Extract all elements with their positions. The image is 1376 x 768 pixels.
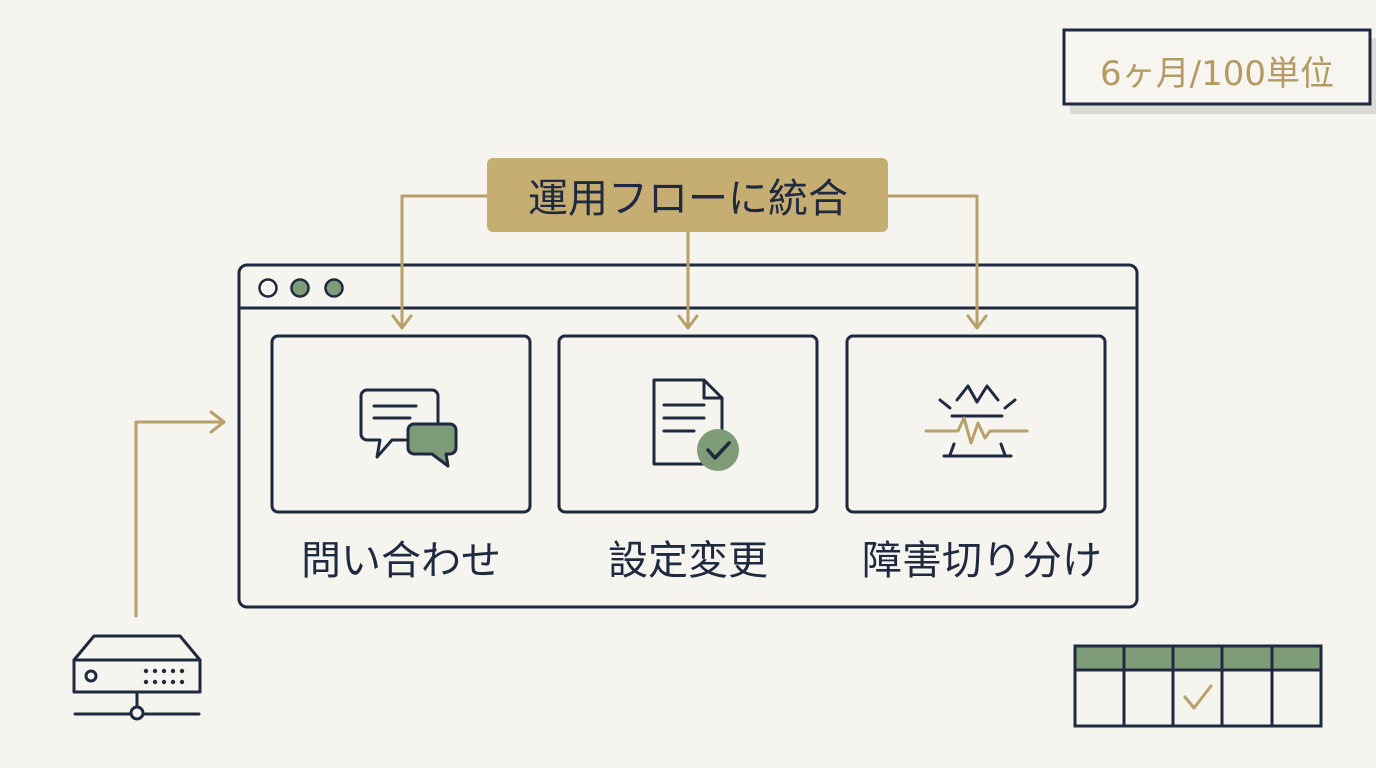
- calendar-grid-icon: [1073, 644, 1323, 728]
- window-dot-1: [258, 278, 278, 298]
- panel-inquiry-label: 問い合わせ: [301, 538, 501, 584]
- window-dot-2: [290, 278, 310, 298]
- panel-troubleshoot: 障害切り分け: [845, 334, 1107, 584]
- duration-badge: 6ヶ月/100単位: [1062, 28, 1376, 114]
- panel-config-change: 設定変更: [557, 334, 819, 584]
- window-dot-3: [324, 278, 344, 298]
- integration-banner-text: 運用フローに統合: [528, 176, 848, 222]
- integration-banner: 運用フローに統合: [487, 158, 888, 232]
- duration-badge-text: 6ヶ月/100単位: [1100, 54, 1334, 94]
- panel-config-change-label: 設定変更: [608, 538, 768, 584]
- flow-connectors: [391, 194, 988, 330]
- chat-bubbles-icon: [359, 388, 458, 468]
- panel-inquiry: 問い合わせ: [270, 334, 532, 584]
- device-connector: [134, 410, 226, 618]
- incident-spike-icon: [924, 384, 1029, 458]
- document-check-icon: [652, 378, 739, 471]
- panel-troubleshoot-label: 障害切り分け: [862, 538, 1102, 584]
- calendar-check-icon: [1183, 684, 1213, 710]
- network-switch-icon: [72, 634, 202, 721]
